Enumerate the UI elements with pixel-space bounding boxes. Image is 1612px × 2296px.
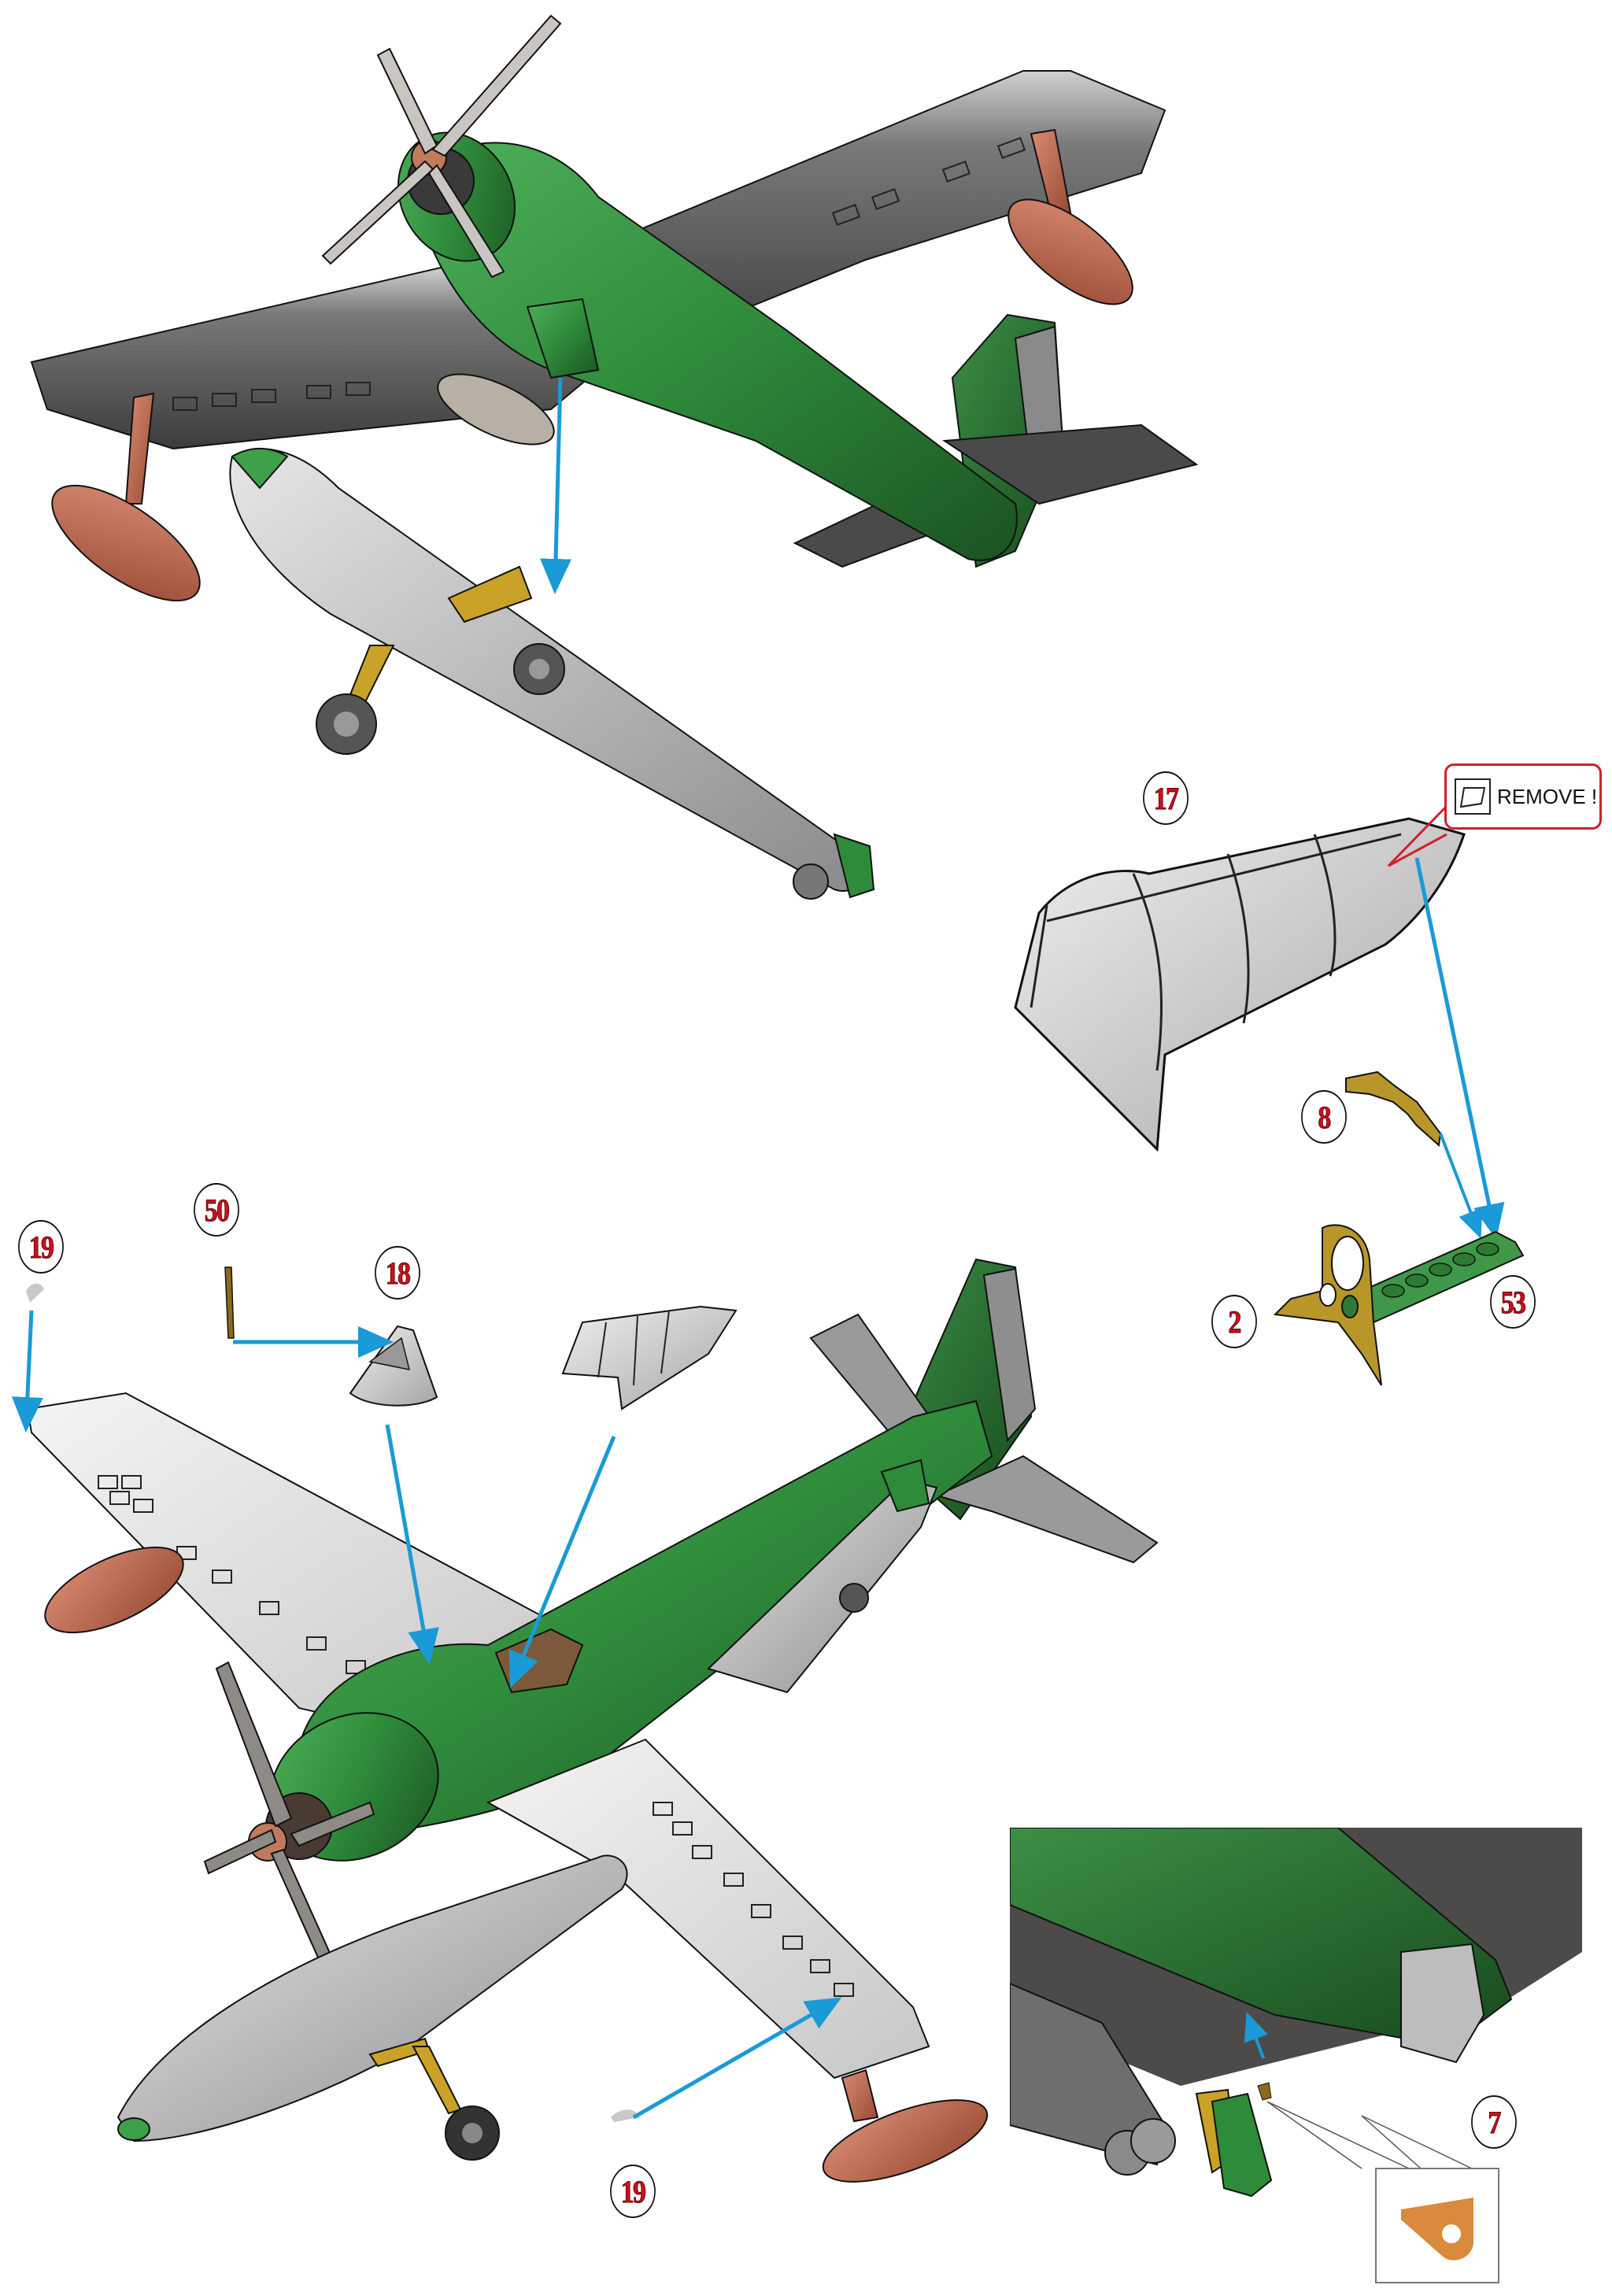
part-8-armor-plate (1345, 1070, 1442, 1148)
lower-aircraft (26, 1258, 1159, 2183)
remove-note: REMOVE ! (1444, 763, 1602, 830)
part-8-arrow (1439, 1133, 1483, 1239)
callout-19-left: 19 (18, 1220, 64, 1274)
callout-19-right: 19 (610, 2165, 656, 2218)
zoom-leader-lines (1361, 2115, 1473, 2169)
part-18-windscreen (349, 1325, 438, 1407)
part-2-gunsight-frame (1273, 1224, 1382, 1386)
upper-attach-arrow (540, 377, 572, 594)
callout-18: 18 (375, 1246, 420, 1300)
callout-8: 8 (1301, 1090, 1347, 1144)
canopy-17 (1014, 817, 1466, 1152)
part-53-panel-bar (1360, 1230, 1525, 1324)
callout-7: 7 (1471, 2095, 1517, 2149)
callout-2: 2 (1211, 1295, 1257, 1348)
upper-main-float (229, 447, 875, 900)
part-17-canopy-lower (561, 1305, 738, 1411)
upper-aircraft (30, 14, 1199, 602)
callout-53: 53 (1490, 1275, 1536, 1329)
part-50-antenna (224, 1266, 235, 1339)
remove-label: REMOVE ! (1497, 784, 1598, 808)
cut-part-icon (1455, 778, 1491, 815)
arrow-19-right (632, 1997, 842, 2120)
canopy-attach-arrow (1414, 857, 1505, 1240)
part-19-light-left (26, 1283, 44, 1303)
part-19-light-right (611, 2109, 640, 2122)
callout-17: 17 (1143, 771, 1189, 825)
arrow-19-left (11, 1310, 43, 1433)
arrow-18 (385, 1424, 439, 1665)
callout-50: 50 (194, 1183, 239, 1237)
tail-detail-inset (1010, 1828, 1582, 2198)
part-7-detail (1375, 2168, 1499, 2283)
remove-pointer (1387, 804, 1448, 867)
arrow-17 (508, 1436, 616, 1688)
